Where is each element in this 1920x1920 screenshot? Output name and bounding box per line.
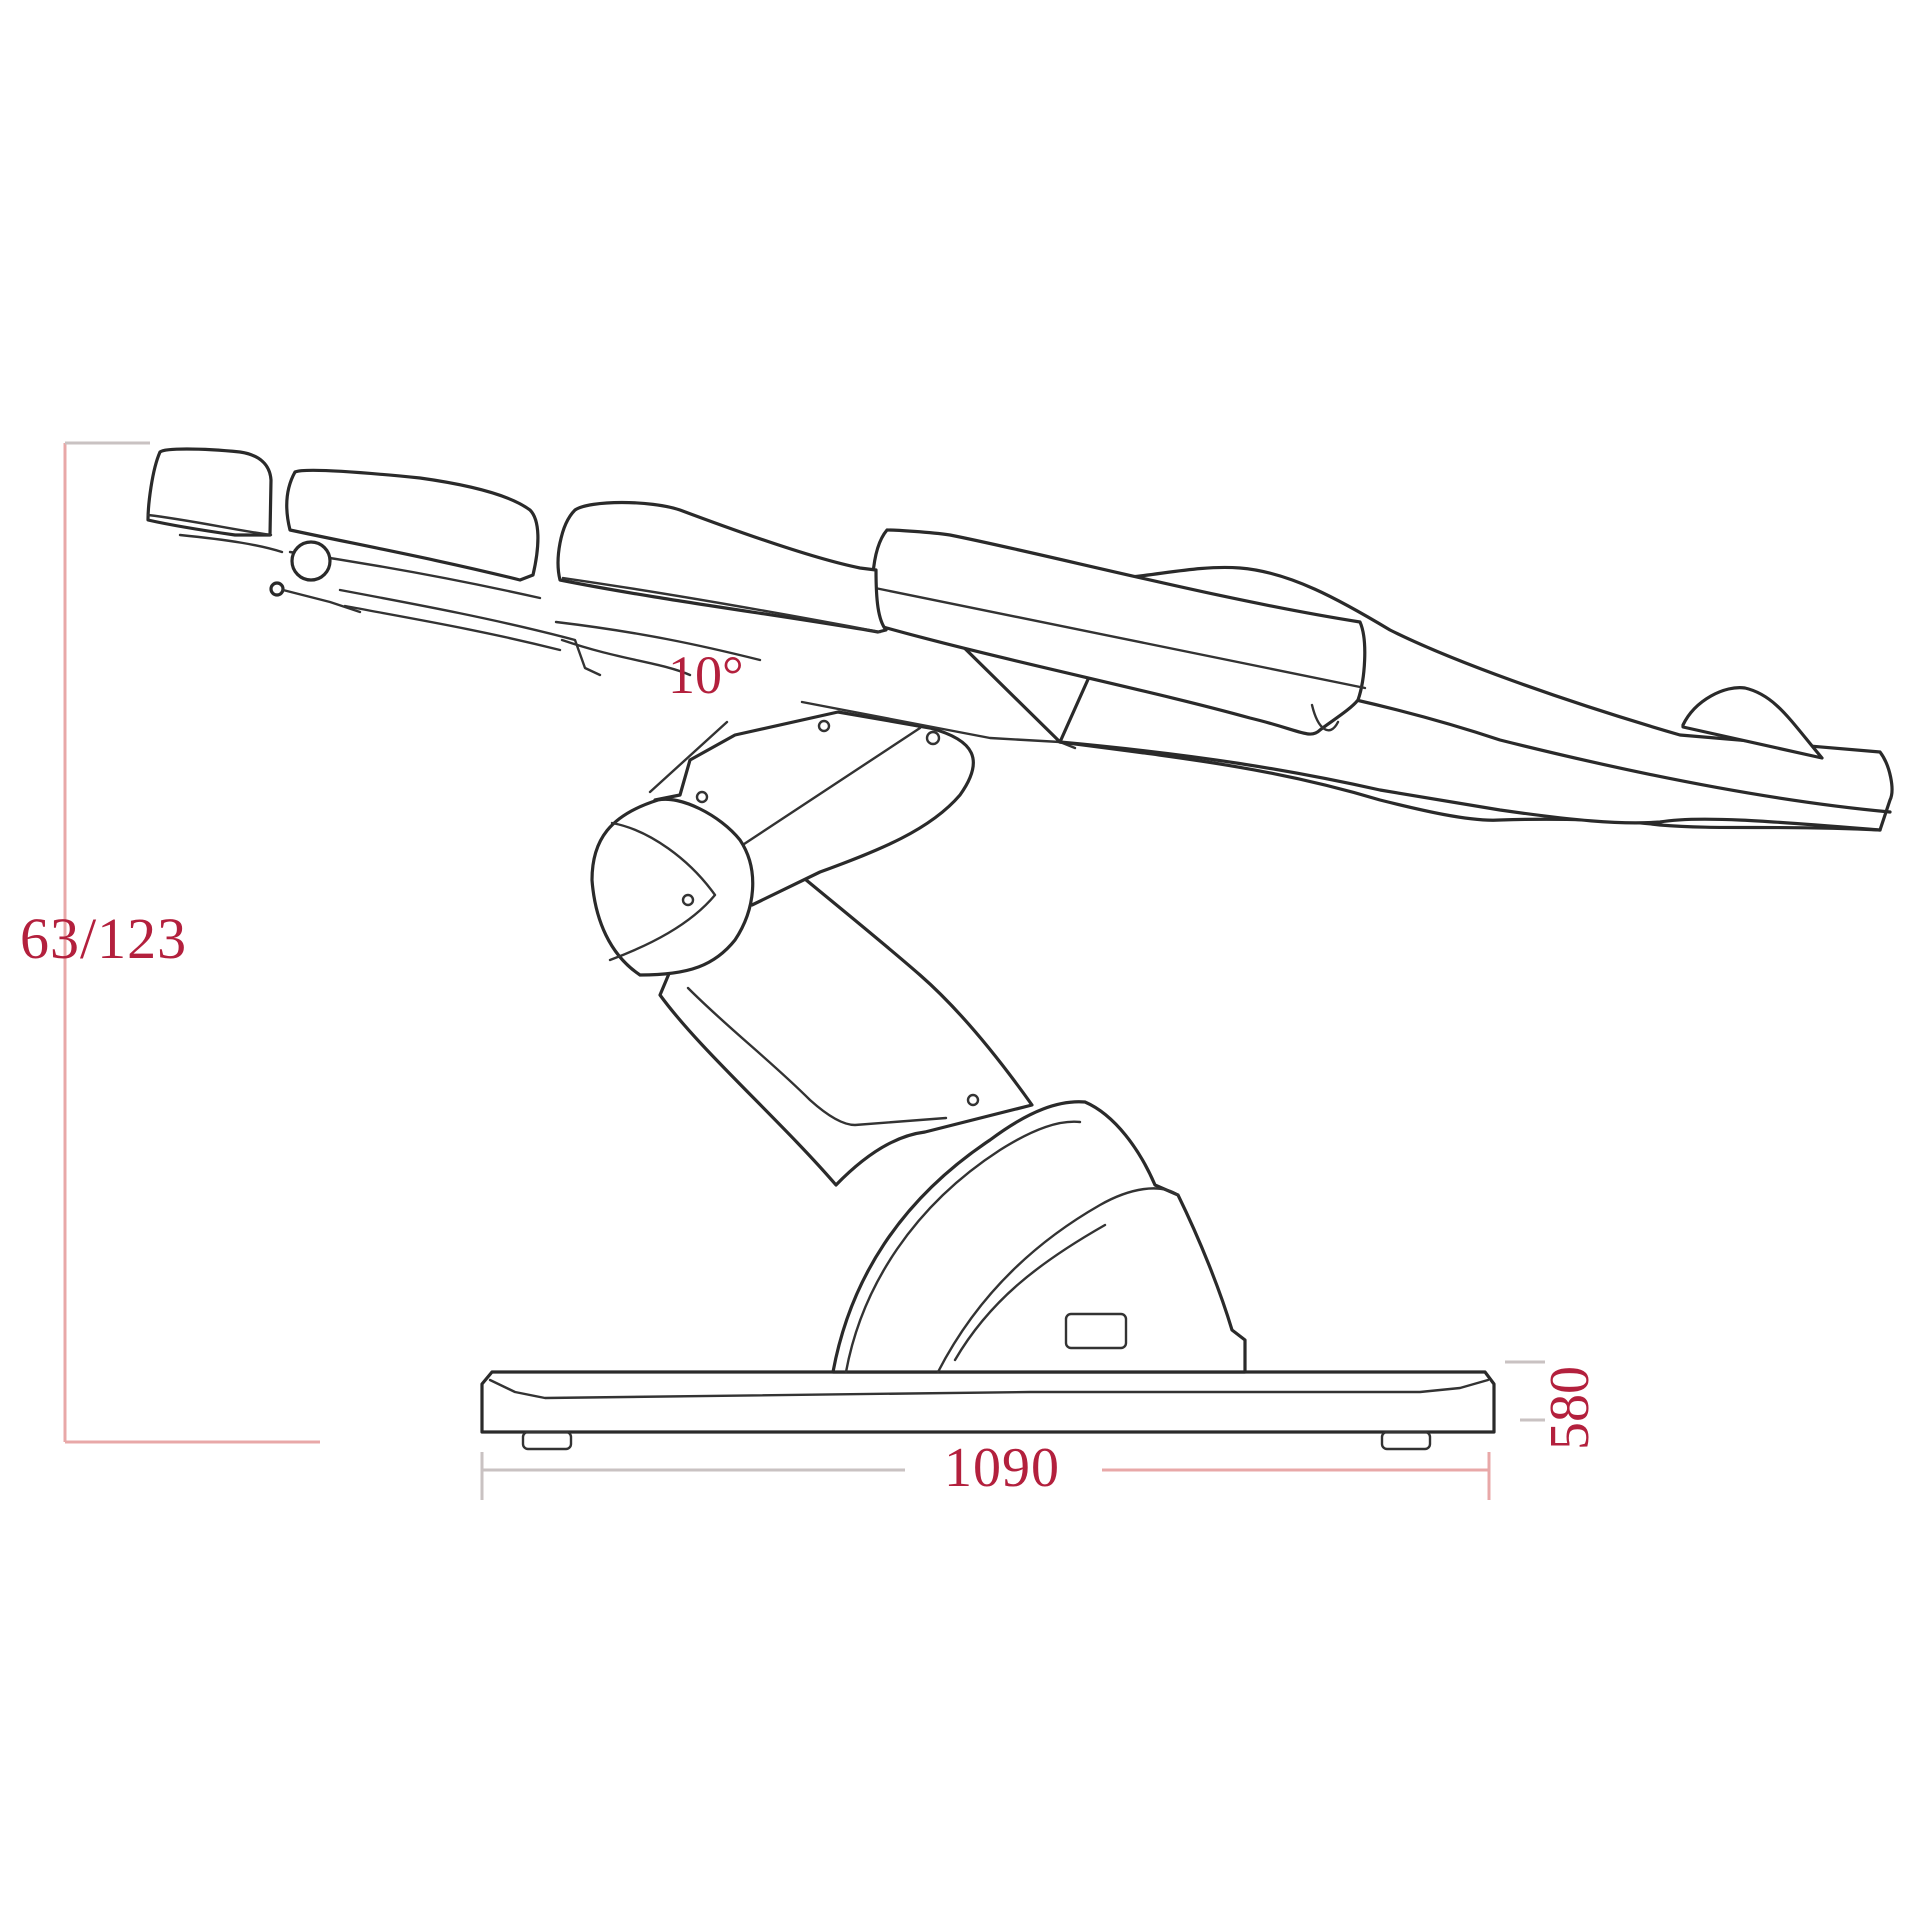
lift-arm	[658, 838, 1034, 1187]
angle-leader	[648, 720, 729, 794]
pedestal	[831, 1100, 1247, 1374]
foot-pads	[521, 1430, 1432, 1451]
depth-dimension-ticks	[1505, 1360, 1545, 1422]
foot-bolster	[1681, 686, 1824, 760]
headrest	[146, 447, 284, 554]
control-panel	[1064, 1312, 1128, 1350]
backrest	[554, 500, 888, 677]
height-dimension-label: 63/123	[20, 906, 188, 971]
headrest-knob	[269, 540, 362, 614]
height-dimension-line	[63, 441, 320, 1444]
pivot-joint	[590, 797, 755, 977]
upper-back	[285, 468, 602, 677]
base-plate	[480, 1370, 1496, 1434]
backrest-angle-label: 10°	[668, 645, 744, 705]
width-dimension-line	[480, 1452, 1491, 1500]
base-length-label: 1090	[944, 1437, 1060, 1499]
base-width-label: 580	[1539, 1366, 1601, 1450]
seat-cushion	[870, 528, 1367, 736]
